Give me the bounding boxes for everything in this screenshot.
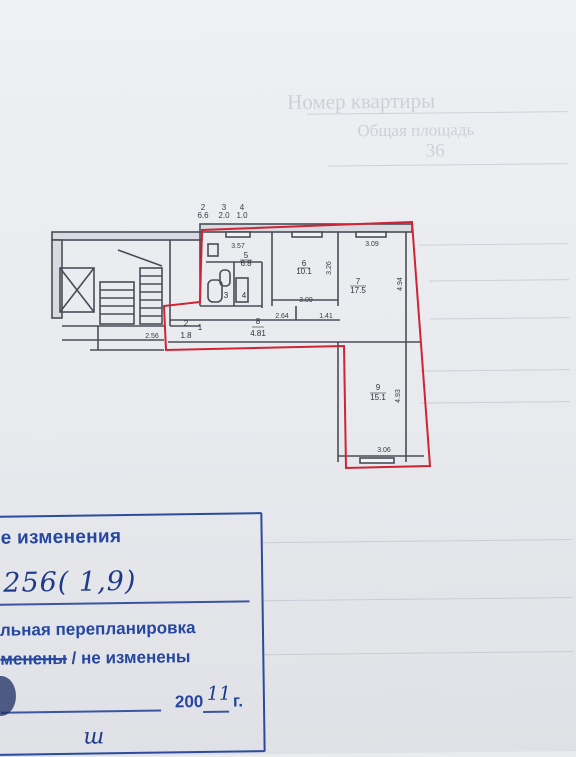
stamp-line-redevelopment: льная перепланировка [0,618,196,640]
dimension-label: 3.57 [231,243,245,250]
stamp-box: е изменения 256( 1,9) льная перепланиров… [0,512,266,756]
ink-mark [0,676,16,716]
year-underline [203,710,230,713]
year-suffix: г. [232,691,244,711]
dimension-label: 1.41 [319,313,333,320]
handwritten-number: 256( 1,9) [3,565,137,599]
room-number: 7 [356,277,361,286]
room-number: 3 [224,291,229,300]
room-number: 4 [242,291,247,300]
dimension-label: 4.94 [397,277,404,291]
top-label: 1.0 [236,211,248,220]
room-number: 9 [376,383,381,392]
toilet-icon [219,269,231,287]
room-number: 1 [198,323,203,332]
highlight-outline [162,220,432,470]
room-area: 17.5 [350,286,366,295]
top-label: 2.0 [218,211,230,220]
dimension-label: 3.26 [326,261,333,275]
year-handwritten: 11 [206,682,232,705]
room-number: 2 [184,319,189,328]
dimension-label: 4.93 [395,389,402,403]
room-area: 15.1 [370,393,386,402]
top-label: 6.6 [197,211,209,220]
stamp-line-changed: менены / не изменены [0,647,190,670]
stamp-underline [0,600,250,606]
top-label: 3 [222,203,227,212]
date-line [1,709,162,714]
top-label: 2 [201,203,206,212]
elevator-shaft [59,267,95,313]
stamp-title: е изменения [0,526,122,549]
dimension-label: 2.56 [145,333,159,340]
room-area: 1.8 [180,331,192,340]
room-area: 10.1 [296,267,312,276]
top-label: 4 [240,203,245,212]
unchanged-text: / не изменены [66,647,191,668]
room-number: 5 [244,251,249,260]
room-number: 8 [256,317,261,326]
handwritten-mark: ш [83,724,105,750]
stove-icon [207,243,219,257]
year-prefix: 200 [174,691,204,712]
room-area: 6.8 [240,259,252,268]
floor-plan: 2 6.6 3 2.0 4 1.0 3.57 3.09 3.26 4.94 3.… [51,203,432,470]
bathtub-icon [207,279,223,303]
dimension-label: 2.64 [275,313,289,320]
dimension-label: 3.09 [365,241,379,248]
room-number: 6 [302,259,307,268]
dimension-label: 3.09 [299,297,313,304]
dimension-label: 3.06 [377,447,391,454]
struck-text: менены [0,648,68,669]
room-area: 4.81 [250,329,266,338]
